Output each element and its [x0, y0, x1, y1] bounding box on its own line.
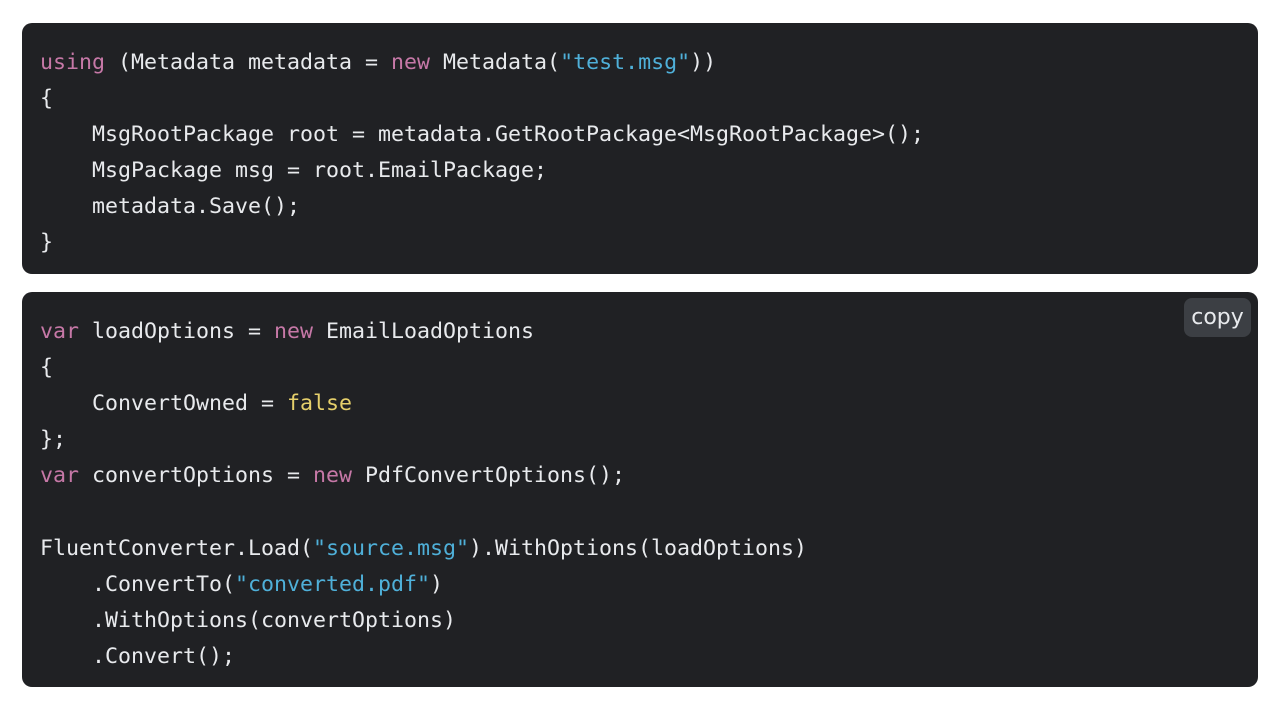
code-token: PdfConvertOptions(); — [352, 463, 626, 489]
code-token: convertOptions = — [79, 463, 314, 489]
keyword-token: new — [313, 463, 353, 489]
code-line: }; — [40, 422, 1258, 458]
code-listing: using (Metadata metadata = new Metadata(… — [40, 50, 1258, 280]
code-line: var loadOptions = new EmailLoadOptions — [40, 314, 1258, 350]
code-token: ) — [430, 571, 444, 597]
code-token: }; — [40, 427, 67, 453]
keyword-token: using — [40, 50, 106, 75]
code-token: { — [40, 355, 54, 381]
code-line: .Convert(); — [40, 639, 1258, 675]
string-token: "test.msg" — [560, 50, 691, 75]
code-line: { — [40, 350, 1258, 386]
code-token: EmailLoadOptions — [313, 319, 535, 344]
code-line: using (Metadata metadata = new Metadata(… — [40, 45, 1258, 81]
code-line: } — [40, 225, 1258, 261]
code-token: .Convert(); — [40, 643, 236, 669]
code-line: .ConvertTo("converted.pdf") — [40, 567, 1258, 603]
code-token: Metadata( — [430, 50, 561, 75]
code-token: FluentConverter.Load( — [40, 535, 314, 561]
literal-token: false — [287, 391, 353, 417]
code-token: } — [40, 230, 54, 256]
code-block-metadata: using (Metadata metadata = new Metadata(… — [22, 23, 1258, 274]
keyword-token: new — [274, 319, 314, 344]
string-token: "converted.pdf" — [235, 571, 431, 597]
code-token: metadata.Save(); — [40, 194, 301, 220]
code-token: .ConvertTo( — [40, 571, 236, 597]
code-token: ).WithOptions(loadOptions) — [469, 535, 808, 561]
code-line: MsgPackage msg = root.EmailPackage; — [40, 153, 1258, 189]
code-token: ConvertOwned = — [40, 391, 288, 417]
code-line: ConvertOwned = false — [40, 386, 1258, 422]
string-token: "source.msg" — [313, 535, 470, 561]
code-listing: var loadOptions = new EmailLoadOptions{ … — [40, 319, 1258, 693]
code-line-blank — [40, 494, 1258, 530]
copy-button[interactable]: copy — [1184, 298, 1251, 337]
code-token: .WithOptions(convertOptions) — [40, 607, 457, 633]
code-line: .WithOptions(convertOptions) — [40, 603, 1258, 639]
code-line: MsgRootPackage root = metadata.GetRootPa… — [40, 117, 1258, 153]
code-block-converter: copy var loadOptions = new EmailLoadOpti… — [22, 292, 1258, 687]
code-token: MsgPackage msg = root.EmailPackage; — [40, 158, 548, 184]
code-line: metadata.Save(); — [40, 189, 1258, 225]
code-line: { — [40, 81, 1258, 117]
code-token: MsgRootPackage root = metadata.GetRootPa… — [40, 122, 925, 148]
code-token: )) — [690, 50, 717, 75]
keyword-token: var — [40, 463, 80, 489]
keyword-token: new — [391, 50, 431, 75]
code-token: (Metadata metadata = — [105, 50, 392, 75]
code-token: loadOptions = — [79, 319, 275, 344]
code-token: { — [40, 86, 54, 112]
code-line: var convertOptions = new PdfConvertOptio… — [40, 458, 1258, 494]
keyword-token: var — [40, 319, 80, 344]
code-line: FluentConverter.Load("source.msg").WithO… — [40, 531, 1258, 567]
